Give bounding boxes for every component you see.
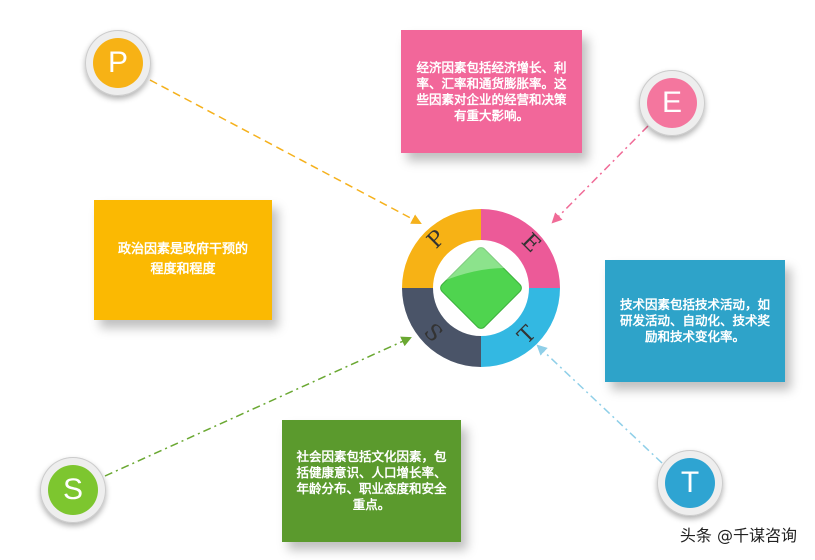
node-s: S [40, 457, 106, 523]
connector-e [551, 125, 649, 224]
pest-ring: P E S T [402, 209, 560, 367]
ring-segment-s [402, 288, 481, 367]
e-letter: E [647, 78, 697, 128]
connector-s [104, 336, 412, 477]
node-t: T [657, 450, 723, 516]
connector-t [536, 344, 663, 464]
node-e: E [639, 70, 705, 136]
s-letter: S [48, 465, 98, 515]
political-factors-box: 政治因素是政府干预的程度和程度 [94, 200, 272, 320]
economic-text: 经济因素包括经济增长、利率、汇率和通货膨胀率。这些因素对企业的经营和决策有重大影… [416, 59, 567, 123]
connector-p [149, 79, 422, 224]
ring-segment-t [481, 288, 560, 367]
p-letter: P [93, 38, 143, 88]
technological-text: 技术因素包括技术活动，如研发活动、自动化、技术奖励和技术变化率。 [619, 297, 770, 344]
economic-factors-box: 经济因素包括经济增长、利率、汇率和通货膨胀率。这些因素对企业的经营和决策有重大影… [401, 30, 582, 153]
technological-factors-box: 技术因素包括技术活动，如研发活动、自动化、技术奖励和技术变化率。 [605, 260, 785, 382]
node-p: P [85, 30, 151, 96]
social-factors-box: 社会因素包括文化因素，包括健康意识、人口增长率、年龄分布、职业态度和安全重点。 [282, 420, 461, 542]
center-diamond [440, 247, 522, 329]
social-text: 社会因素包括文化因素，包括健康意识、人口增长率、年龄分布、职业态度和安全重点。 [296, 449, 447, 512]
ring-segment-p [402, 209, 481, 288]
t-letter: T [665, 458, 715, 508]
political-text: 政治因素是政府干预的程度和程度 [117, 242, 248, 277]
ring-segment-e [481, 209, 560, 288]
watermark: 头条 @千谋咨询 [679, 526, 797, 545]
